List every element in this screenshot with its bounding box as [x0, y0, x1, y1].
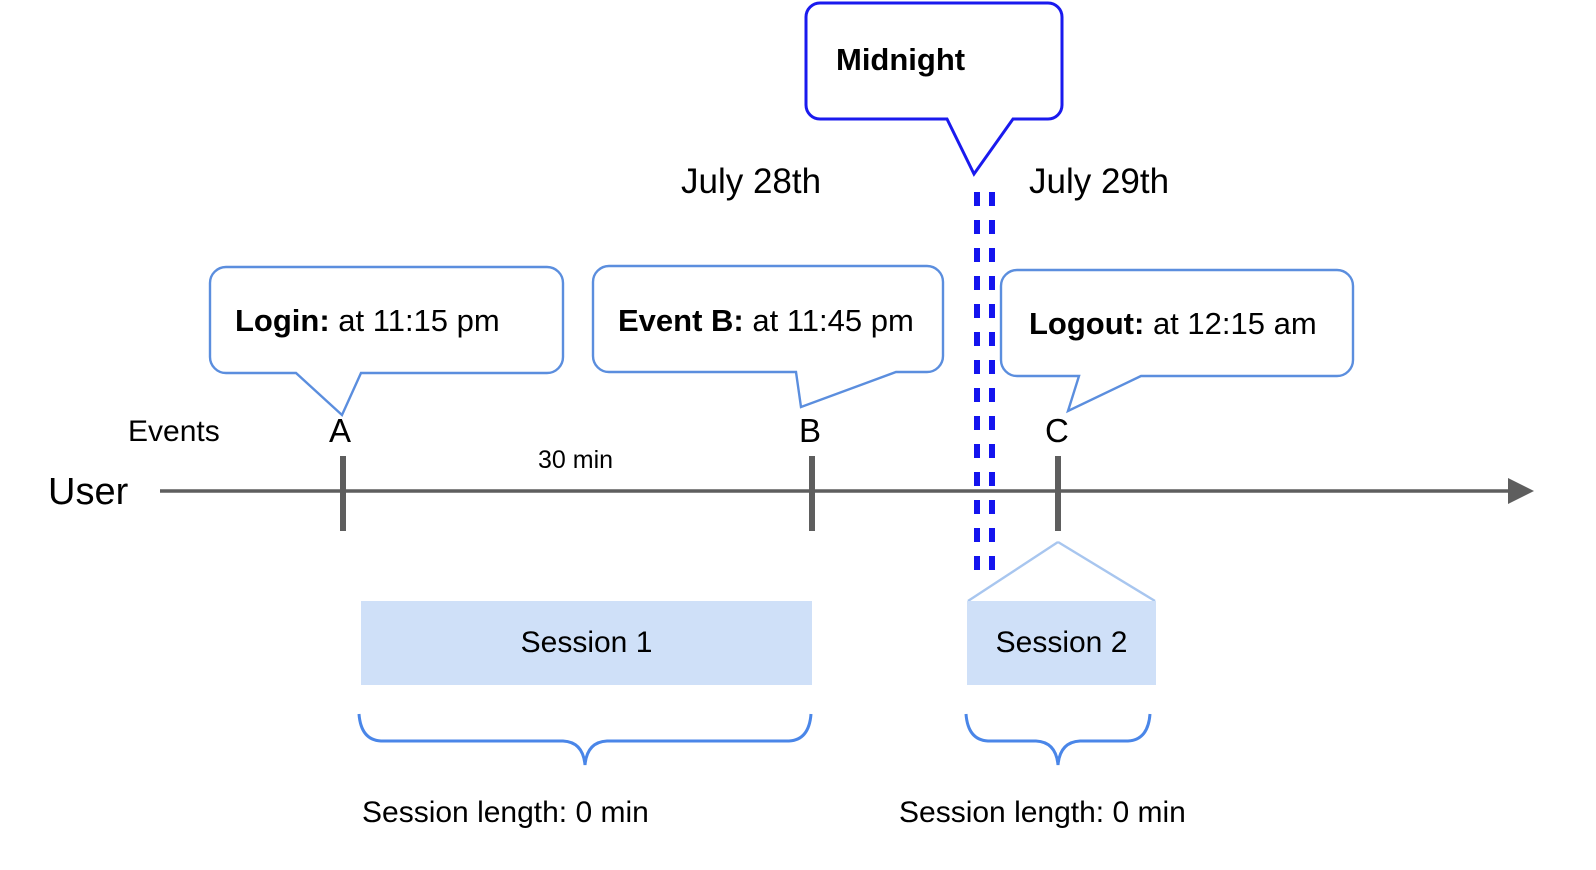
- callout-label-login: Login: at 11:15 pm: [235, 305, 500, 336]
- timeline-axis: [160, 478, 1534, 504]
- callout-logout-bold: Logout:: [1029, 306, 1145, 341]
- interval-label-30-min: 30 min: [538, 446, 614, 474]
- callout-label-logout: Logout: at 12:15 am: [1029, 308, 1317, 339]
- session-bar-2-label: Session 2: [995, 626, 1128, 659]
- event-letter-b: B: [799, 412, 822, 449]
- callout-event-b-rest: at 11:45 pm: [743, 303, 914, 338]
- session-bar-2: Session 2: [967, 601, 1156, 685]
- row-label-user: User: [48, 471, 129, 513]
- midnight-callout-shape: [804, 1, 1064, 177]
- event-letter-c: C: [1045, 412, 1069, 449]
- event-letter-a: A: [329, 412, 352, 449]
- session2-brace: [964, 713, 1152, 766]
- session-length-caption-1: Session length: 0 min: [362, 796, 649, 829]
- session2-leader-lines: [967, 540, 1156, 603]
- event-tick-marks: [340, 456, 1061, 531]
- session-bar-1: Session 1: [361, 601, 812, 685]
- row-label-events: Events: [128, 415, 220, 448]
- date-label-left: July 28th: [681, 162, 822, 201]
- callout-shape-login: [208, 265, 565, 418]
- callout-event-b-bold: Event B:: [618, 303, 744, 338]
- session-bar-1-label: Session 1: [520, 626, 653, 659]
- callout-logout-rest: at 12:15 am: [1144, 306, 1317, 341]
- session-length-caption-2: Session length: 0 min: [899, 796, 1186, 829]
- callout-login-rest: at 11:15 pm: [329, 303, 500, 338]
- callout-label-event-b: Event B: at 11:45 pm: [618, 305, 914, 336]
- callout-login-bold: Login:: [235, 303, 330, 338]
- midnight-dashed-lines: [974, 192, 995, 584]
- midnight-label: Midnight: [836, 42, 966, 77]
- session1-brace: [357, 713, 813, 766]
- date-label-right: July 29th: [1029, 162, 1170, 201]
